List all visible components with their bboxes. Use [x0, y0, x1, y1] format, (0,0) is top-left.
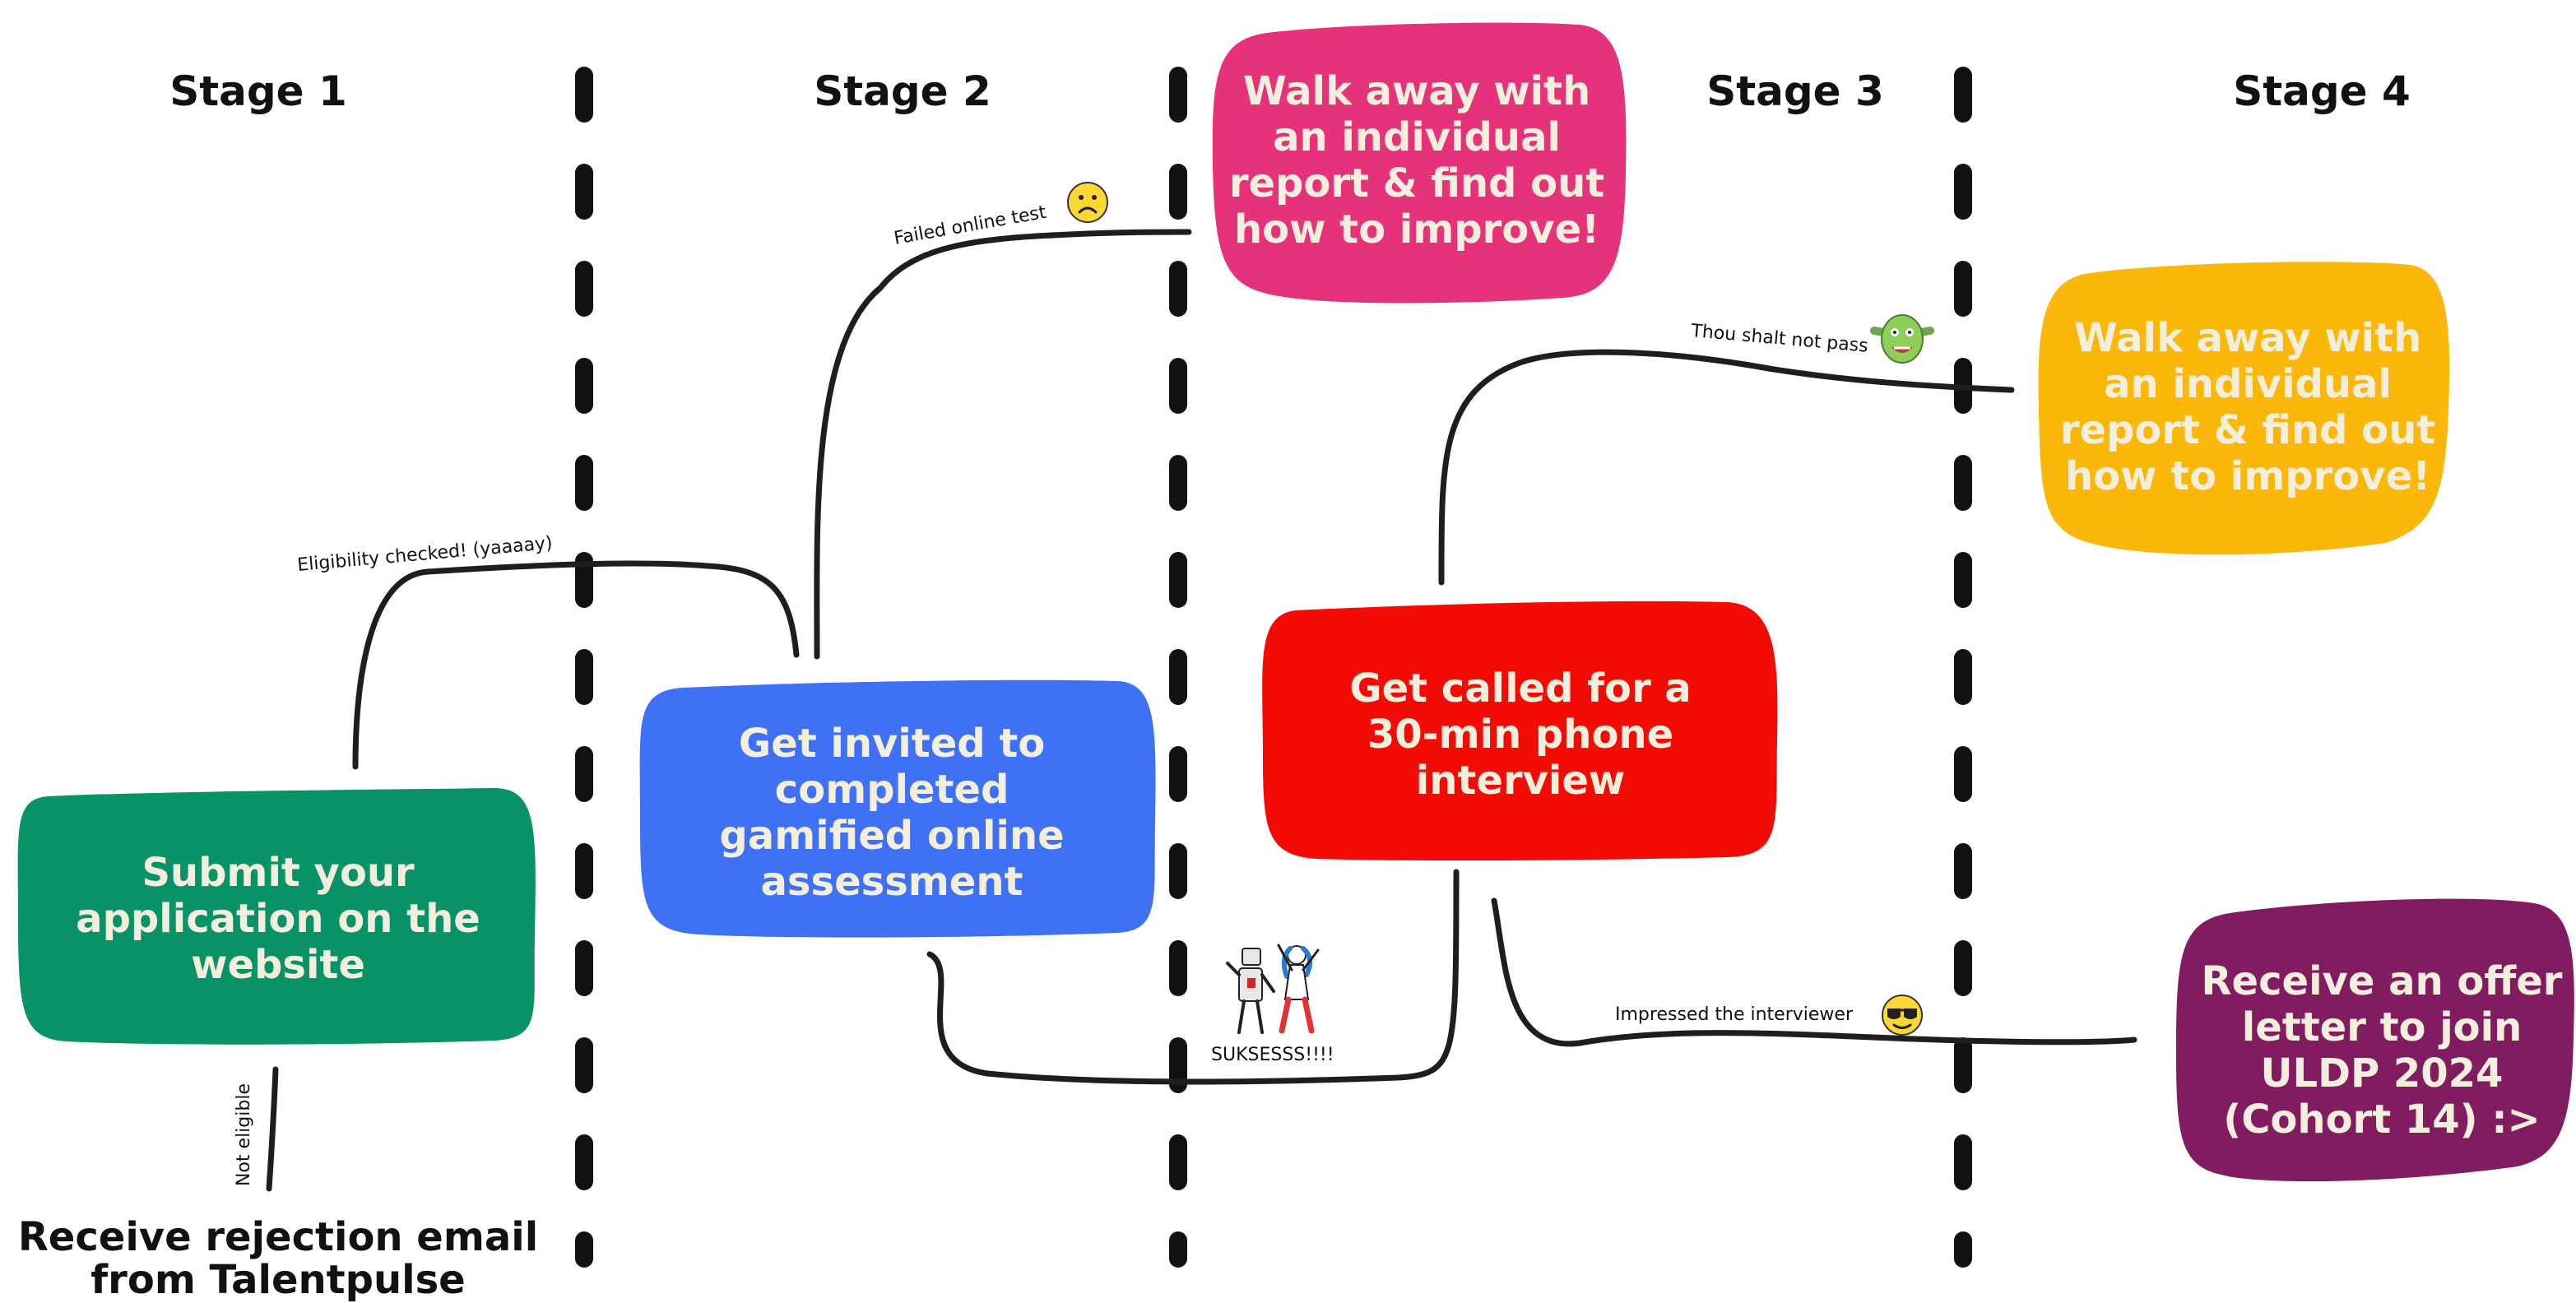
thou-shalt-not-pass-label: Thou shalt not pass	[1689, 321, 1868, 357]
impressed-interviewer-path	[1491, 897, 2137, 1047]
success-label: SUKSESSS!!!!	[1211, 1045, 1334, 1065]
dancing-robot-and-girl-icon	[1226, 944, 1320, 1034]
success-path	[926, 869, 1460, 1085]
failed-report-box	[1212, 22, 1627, 304]
sad-face-icon	[1067, 182, 1108, 223]
phone-interview-box	[1262, 600, 1778, 861]
box-line: interview	[1416, 758, 1625, 804]
submit-application-text: Submit your application on the website	[76, 850, 480, 988]
online-assessment-text: Get invited to completed gamified online…	[719, 721, 1064, 905]
box-line: website	[191, 942, 365, 988]
submit-application-box	[17, 788, 536, 1045]
box-line: completed	[775, 767, 1010, 813]
rejection-line: from Talentpulse	[91, 1257, 465, 1303]
phone-interview-text: Get called for a 30-min phone interview	[1349, 665, 1692, 804]
rejection-line: Receive rejection email	[18, 1214, 538, 1260]
impressed-interviewer-label: Impressed the interviewer	[1615, 1004, 1854, 1025]
failed-online-test-path	[814, 229, 1192, 660]
box-line: application on the	[76, 896, 480, 942]
interview-failed-report-text: Walk away with an individual report & fi…	[2060, 315, 2435, 499]
offer-letter-text: Receive an offer letter to join ULDP 202…	[2202, 958, 2563, 1143]
box-line: Walk away with	[2074, 315, 2421, 361]
online-assessment-box	[639, 679, 1156, 938]
thou-shalt-not-pass-path	[1438, 349, 2015, 586]
box-line: assessment	[761, 859, 1023, 905]
box-line: letter to join	[2242, 1004, 2523, 1050]
box-line: gamified online	[719, 813, 1064, 859]
stage-3-title: Stage 3	[1706, 67, 1884, 115]
ogre-face-icon	[1870, 314, 1934, 364]
eligibility-path	[352, 560, 800, 770]
box-line: (Cohort 14) :>	[2223, 1097, 2540, 1143]
box-line: how to improve!	[1234, 206, 1599, 253]
box-line: report & find out	[2060, 407, 2435, 453]
offer-letter-box	[2176, 898, 2574, 1182]
box-line: Receive an offer	[2202, 958, 2563, 1004]
stage-1-title: Stage 1	[169, 67, 347, 115]
box-line: an individual	[2104, 361, 2392, 407]
stage-2-title: Stage 2	[814, 67, 991, 115]
box-line: Get called for a	[1349, 665, 1692, 712]
box-line: how to improve!	[2065, 453, 2430, 499]
box-line: Submit your	[142, 850, 415, 896]
not-eligible-path	[266, 1066, 279, 1192]
sunglasses-face-icon	[1882, 995, 1923, 1036]
box-line: Get invited to	[739, 721, 1045, 767]
box-line: 30-min phone	[1367, 712, 1673, 758]
rejection-text: Receive rejection email from Talentpulse	[18, 1214, 538, 1303]
box-line: ULDP 2024	[2261, 1050, 2504, 1097]
box-line: an individual	[1273, 114, 1561, 160]
box-line: Walk away with	[1243, 68, 1590, 114]
failed-report-text: Walk away with an individual report & fi…	[1229, 68, 1604, 253]
box-line: report & find out	[1229, 160, 1604, 206]
not-eligible-label: Not eligible	[234, 1083, 254, 1186]
stage-4-title: Stage 4	[2233, 67, 2411, 115]
interview-failed-report-box	[2038, 262, 2450, 555]
